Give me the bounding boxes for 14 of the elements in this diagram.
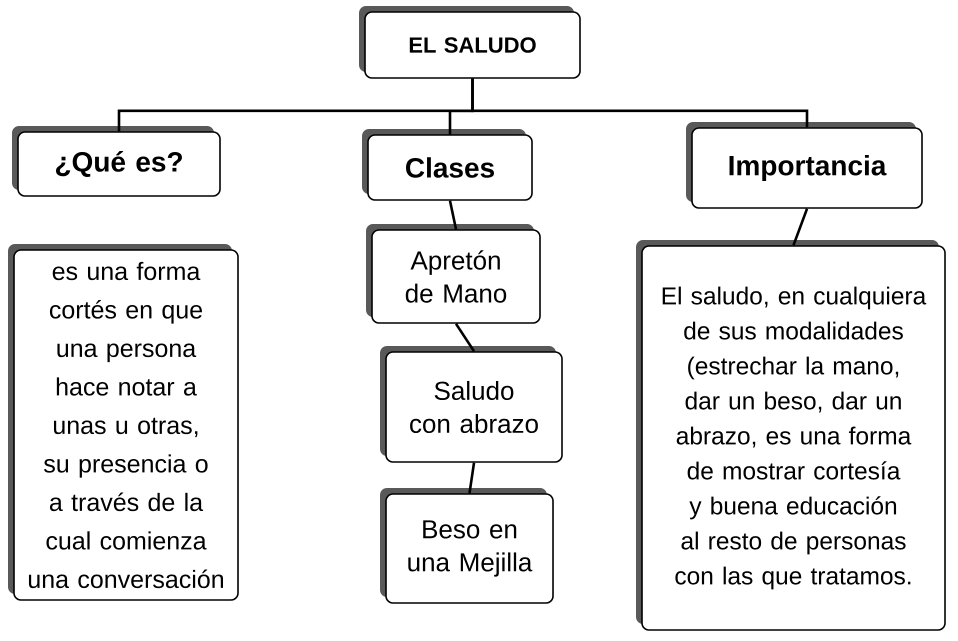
connector-line xyxy=(471,78,808,128)
connector-line xyxy=(448,200,458,230)
connector-line xyxy=(454,323,476,352)
text-box: El saludo, en cualquiera de sus modalidades (estrechar la mano, dar un beso, dar un abrazo, es una forma de mostrar cortesía y buena educación al resto de personas con las que tratamos. xyxy=(636,240,946,631)
link-box: Saludo con abrazo xyxy=(380,346,563,463)
title-box: EL SALUDO xyxy=(359,6,581,79)
heading-box: Clases xyxy=(362,129,533,201)
text-box: es una forma cortés en que una persona hace notar a unas u otras, su presencia o a través de la cual comienza una conversación xyxy=(8,244,239,601)
link-box: Beso en una Mejilla xyxy=(380,488,554,604)
heading-box: ¿Qué es? xyxy=(12,126,221,197)
heading-box: Importancia xyxy=(686,122,923,209)
connector-line xyxy=(792,208,808,246)
connector-line xyxy=(468,462,476,494)
link-box: Apretón de Mano xyxy=(366,224,541,324)
